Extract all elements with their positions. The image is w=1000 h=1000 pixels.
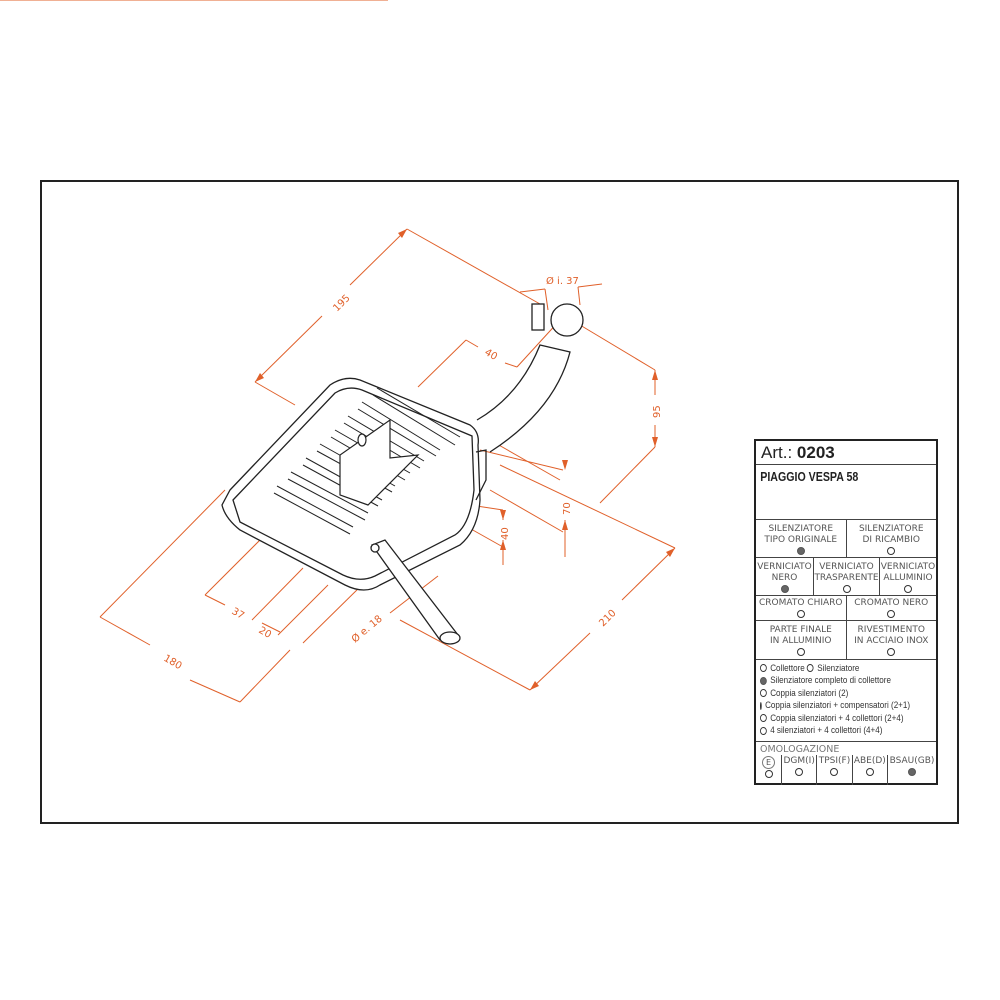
- label: ALLUMINIO: [883, 573, 933, 583]
- label: VERNICIATO: [880, 562, 936, 572]
- label: E: [762, 756, 775, 769]
- label: Silenziatore: [817, 662, 860, 674]
- model-row: PIAGGIO VESPA 58: [756, 465, 936, 520]
- radio-empty-icon: [842, 585, 851, 593]
- article-label: Art.:: [761, 443, 793, 462]
- dim-70: 70: [562, 502, 573, 515]
- dim-inner-diameter: Ø i. 37: [546, 275, 579, 287]
- dim-95: 95: [652, 405, 663, 418]
- omologazione-abe[interactable]: ABE(D): [853, 755, 888, 785]
- outlet-pipe: [370, 539, 461, 645]
- radio-empty-icon: [887, 648, 896, 656]
- radio-empty-icon: [760, 701, 762, 710]
- radio-empty-icon: [760, 664, 767, 673]
- chrome-row: CROMATO CHIARO CROMATO NERO: [756, 596, 936, 621]
- label: CROMATO CHIARO: [759, 598, 843, 608]
- dim-195: 195: [331, 293, 352, 314]
- option-completo[interactable]: Silenziatore completo di collettore: [760, 675, 906, 688]
- model-name: PIAGGIO VESPA 58: [760, 470, 859, 484]
- label: RIVESTIMENTO: [857, 625, 925, 635]
- article-number: Art.: 0203: [756, 441, 936, 465]
- label: BSAU(GB): [889, 756, 935, 766]
- label: Coppia silenziatori (2): [770, 687, 849, 699]
- configuration-options: Collettore Silenziatore Silenziatore com…: [756, 660, 936, 742]
- radio-empty-icon: [887, 547, 896, 555]
- radio-empty-icon: [904, 585, 912, 593]
- radio-empty-icon: [760, 726, 767, 735]
- mounting-bracket: [339, 418, 420, 506]
- dim-outer-diameter: Ø e. 18: [349, 613, 385, 646]
- radio-empty-icon: [764, 770, 773, 778]
- omologazione-tpsi[interactable]: TPSI(F): [817, 755, 853, 785]
- dimension-arrows: [255, 229, 675, 690]
- radio-empty-icon: [796, 648, 805, 656]
- option-quattro[interactable]: 4 silenziatori + 4 collettori (4+4): [760, 725, 906, 738]
- label: SILENZIATORE: [768, 524, 834, 534]
- radio-empty-icon: [795, 768, 804, 776]
- dim-37: 37: [230, 606, 247, 622]
- radio-selected-icon: [907, 768, 916, 776]
- radio-empty-icon: [830, 768, 839, 776]
- label: IN ACCIAIO INOX: [854, 636, 929, 646]
- dim-40-mid: 40: [500, 527, 511, 540]
- label: PARTE FINALE: [769, 625, 832, 635]
- spec-table: Art.: 0203 PIAGGIO VESPA 58 SILENZIATORE…: [754, 439, 938, 785]
- label: SILENZIATORE: [858, 524, 924, 534]
- omologazione-bsau[interactable]: BSAU(GB): [888, 755, 936, 785]
- radio-selected-icon: [780, 585, 789, 593]
- radio-empty-icon: [760, 714, 767, 723]
- omologazione-e[interactable]: E: [756, 755, 782, 785]
- radio-selected-icon: [760, 676, 767, 685]
- radio-empty-icon: [760, 689, 767, 698]
- radio-empty-icon: [887, 610, 896, 618]
- label: TPSI(F): [818, 756, 851, 766]
- radio-empty-icon: [796, 610, 805, 618]
- label: Silenziatore completo di collettore: [770, 675, 891, 687]
- label: IN ALLUMINIO: [770, 636, 832, 646]
- label: 4 silenziatori + 4 collettori (4+4): [770, 725, 883, 737]
- label: ABE(D): [853, 756, 886, 766]
- label: DI RICAMBIO: [862, 535, 920, 545]
- option-coppia-collettori[interactable]: Coppia silenziatori + 4 collettori (2+4): [760, 712, 906, 725]
- option-coppia-compensatori[interactable]: Coppia silenziatori + compensatori (2+1): [760, 700, 910, 713]
- dim-210: 210: [597, 608, 618, 629]
- option-cromato-chiaro[interactable]: CROMATO CHIARO: [756, 596, 847, 620]
- drawing-frame: [40, 180, 959, 824]
- label: TRASPARENTE: [814, 573, 879, 583]
- option-collettore-silenziatore[interactable]: Collettore Silenziatore: [760, 662, 906, 675]
- label: Coppia silenziatori + compensatori (2+1): [765, 700, 911, 712]
- label: CROMATO NERO: [854, 598, 929, 608]
- option-coppia[interactable]: Coppia silenziatori (2): [760, 687, 906, 700]
- radio-empty-icon: [807, 664, 814, 673]
- label: Collettore: [770, 662, 805, 674]
- label: TIPO ORIGINALE: [764, 535, 838, 545]
- label: DGM(I): [783, 756, 815, 766]
- omologazione-dgm[interactable]: DGM(I): [782, 755, 818, 785]
- label: VERNICIATO: [757, 562, 812, 572]
- dim-180: 180: [162, 653, 184, 672]
- radio-selected-icon: [796, 547, 805, 555]
- option-cromato-nero[interactable]: CROMATO NERO: [847, 596, 937, 620]
- inlet-pipe: [476, 303, 584, 453]
- radio-empty-icon: [865, 768, 874, 776]
- label: NERO: [771, 573, 798, 583]
- label: VERNICIATO: [819, 562, 874, 572]
- omologazione-title: OMOLOGAZIONE: [760, 744, 840, 755]
- article-value: 0203: [796, 443, 835, 462]
- dim-40-top: 40: [483, 347, 500, 363]
- dimension-lines: [0, 0, 676, 703]
- omologazione: OMOLOGAZIONE E DGM(I) TPSI(F) ABE(D) BSA…: [756, 742, 936, 785]
- label: Coppia silenziatori + 4 collettori (2+4): [770, 712, 904, 724]
